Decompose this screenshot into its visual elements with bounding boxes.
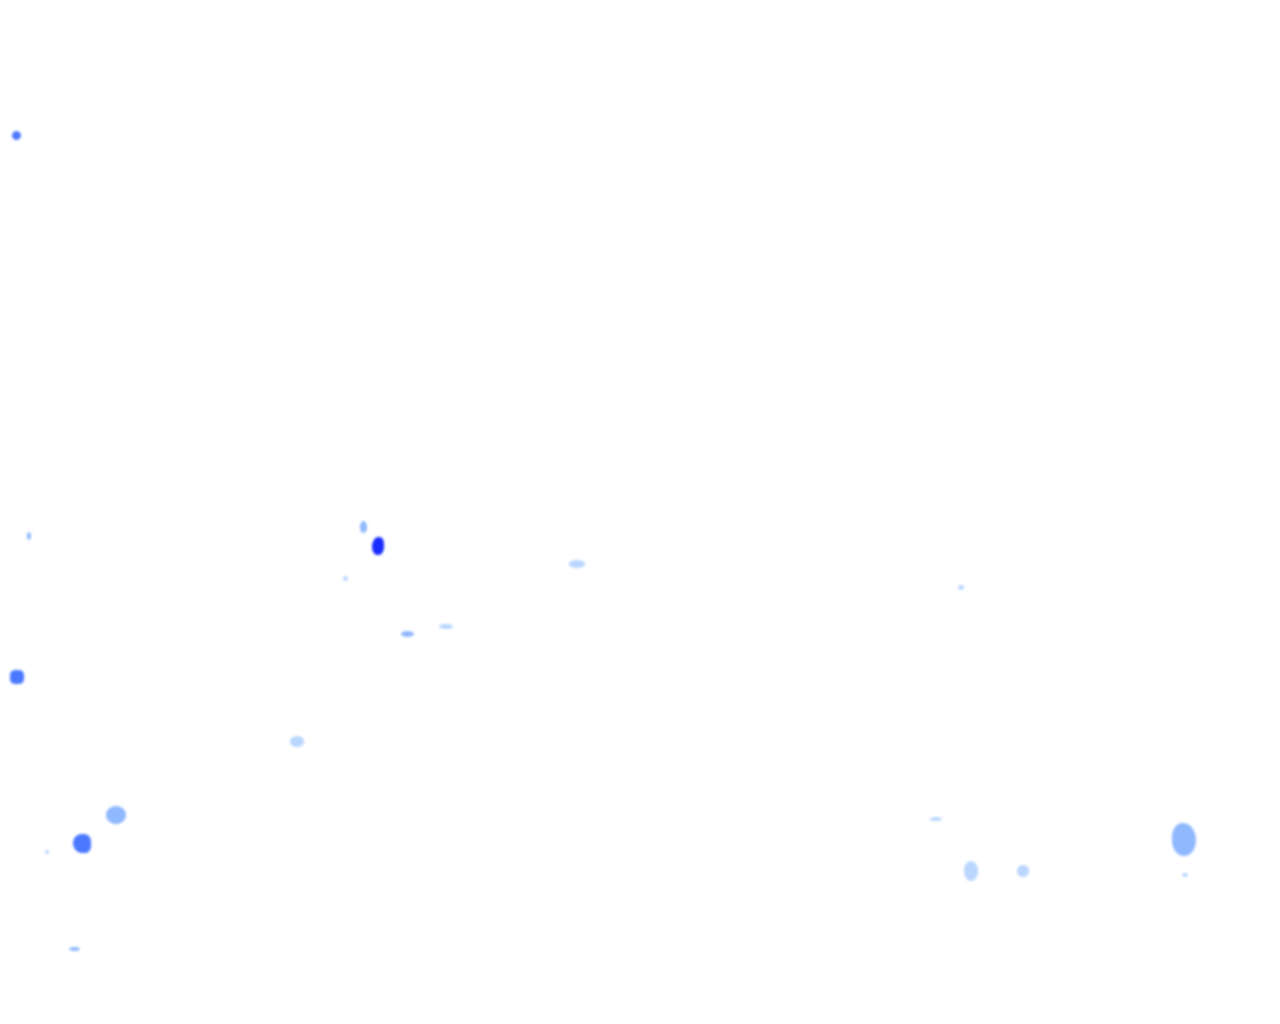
blue-speck [10,670,24,684]
blue-speck [106,806,126,824]
blue-speck [401,631,414,637]
blue-speck [372,537,384,555]
blue-speck [73,834,91,853]
blue-speck [439,624,453,629]
blue-speck [569,560,585,568]
blue-speck [964,861,978,881]
blue-speck [360,521,367,533]
blue-speck [69,947,80,951]
blue-speck [958,585,964,590]
blue-speck [12,131,21,140]
blue-speck [45,850,49,854]
blue-speck [290,736,304,747]
blue-speck [1017,865,1029,877]
blue-speck [930,817,942,821]
blue-speck [27,532,31,540]
blue-speck [1172,823,1196,856]
blue-speck [343,576,348,581]
blue-speck [1182,873,1188,877]
